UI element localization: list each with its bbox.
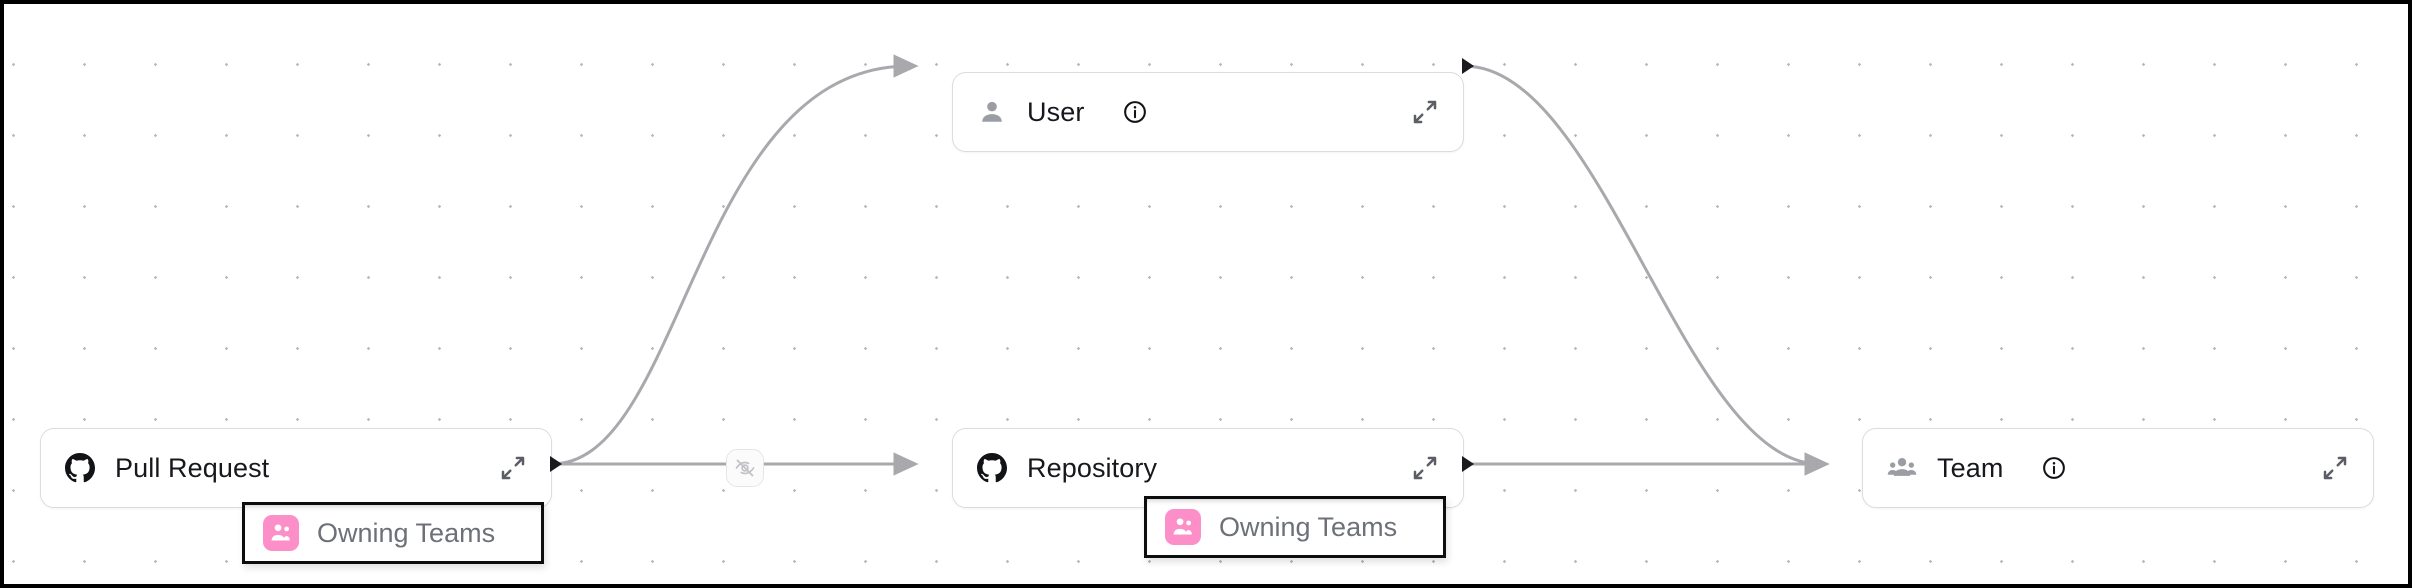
- info-circle-icon[interactable]: [2041, 455, 2067, 481]
- node-user-label: User: [1027, 96, 1085, 127]
- node-team-content: Team: [1887, 453, 2067, 484]
- port-user-out[interactable]: [1462, 58, 1474, 74]
- owning-teams-glyph: [1173, 518, 1192, 535]
- info-circle-glyph: [2043, 457, 2066, 479]
- expand-diagonal-glyph: [2323, 456, 2347, 480]
- owning-teams-chip-label: Owning Teams: [1219, 511, 1398, 542]
- node-pull-request-label: Pull Request: [115, 452, 270, 483]
- node-team[interactable]: Team: [1862, 428, 2374, 508]
- person-icon: [977, 97, 1007, 127]
- expand-diagonal-icon[interactable]: [2319, 452, 2351, 484]
- node-user-content: User: [977, 97, 1148, 128]
- github-icon: [977, 453, 1007, 483]
- person-glyph: [982, 101, 1002, 122]
- expand-diagonal-icon[interactable]: [1409, 96, 1441, 128]
- people-group-icon: [1887, 453, 1917, 483]
- owning-teams-icon: [263, 515, 299, 551]
- eye-off-icon[interactable]: [726, 449, 764, 487]
- github-glyph: [977, 453, 1007, 483]
- node-repository-label: Repository: [1027, 452, 1158, 483]
- info-circle-icon[interactable]: [1122, 99, 1148, 125]
- node-pull-request-content: Pull Request: [65, 453, 269, 484]
- owning-teams-icon: [1165, 509, 1201, 545]
- node-pull-request[interactable]: Pull Request: [40, 428, 552, 508]
- port-repository-out[interactable]: [1462, 456, 1474, 472]
- expand-diagonal-icon[interactable]: [497, 452, 529, 484]
- expand-diagonal-glyph: [1413, 456, 1437, 480]
- owning-teams-chip-pull-request[interactable]: Owning Teams: [242, 502, 544, 564]
- owning-teams-glyph: [271, 524, 290, 541]
- github-icon: [65, 453, 95, 483]
- expand-diagonal-glyph: [501, 456, 525, 480]
- people-group-glyph: [1887, 458, 1917, 476]
- owning-teams-chip-repository[interactable]: Owning Teams: [1144, 496, 1446, 558]
- info-circle-glyph: [1124, 101, 1147, 123]
- port-pull-request-out[interactable]: [550, 456, 562, 472]
- node-team-label: Team: [1937, 452, 2004, 483]
- expand-diagonal-glyph: [1413, 100, 1437, 124]
- github-glyph: [65, 453, 95, 483]
- eye-off-glyph: [735, 459, 755, 477]
- expand-diagonal-icon[interactable]: [1409, 452, 1441, 484]
- node-user[interactable]: User: [952, 72, 1464, 152]
- owning-teams-chip-label: Owning Teams: [317, 517, 496, 548]
- node-repository-content: Repository: [977, 453, 1157, 484]
